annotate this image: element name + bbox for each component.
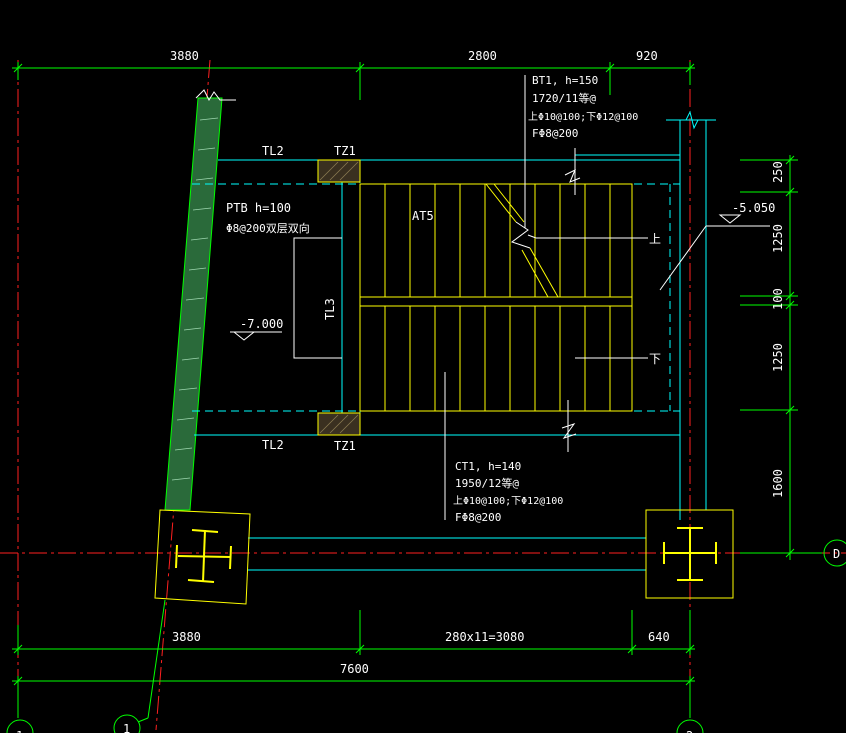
stair-break-mark: [510, 221, 531, 249]
label-down: 下: [649, 352, 661, 366]
dim-right-2: 1250: [771, 224, 785, 253]
label-tl2-top: TL2: [262, 144, 284, 158]
left-elevation-text: -7.000: [240, 317, 283, 331]
stair-treads: [359, 183, 633, 412]
tz1-hatch: [319, 161, 359, 434]
right-elevation-marker: [718, 214, 742, 224]
right-elevation-text: -5.050: [732, 201, 775, 215]
bt1-note-line: FΦ8@200: [532, 127, 578, 140]
ct1-note-line: CT1, h=140: [455, 460, 521, 473]
dim-right-4: 1250: [771, 343, 785, 372]
landing-outline: [230, 75, 770, 520]
ct1-note-line: 1950/12等@: [455, 476, 519, 490]
label-tl3: TL3: [323, 298, 337, 320]
axis-d-bubble: [823, 539, 846, 567]
axis-bubbles: [6, 539, 846, 733]
bt1-note-line: 1720/11等@: [532, 91, 596, 105]
ct1-note: CT1, h=140 1950/12等@ 上Φ10@100;下Φ12@100 F…: [453, 460, 563, 524]
label-at5: AT5: [412, 209, 434, 223]
dimension-lines: [12, 62, 822, 723]
axis-1b-bubble: [113, 714, 141, 733]
axis-1a-label: 1: [16, 729, 23, 733]
axis-2-label: 2: [686, 729, 693, 733]
wall-break-mark: [195, 89, 236, 102]
dim-right-3: 100: [771, 288, 785, 310]
dim-bottom-3: 640: [648, 630, 670, 644]
left-wall-hatch: [164, 97, 223, 511]
axis-1b-label: 1: [123, 722, 130, 733]
left-elevation-marker: [232, 331, 256, 341]
axis-1a-bubble: [6, 719, 34, 733]
bt1-note-line: 上Φ10@100;下Φ12@100: [528, 111, 638, 123]
dim-right-1: 250: [771, 161, 785, 183]
beam-lines: [194, 110, 716, 571]
dim-total: 7600: [340, 662, 369, 676]
dim-top-1: 3880: [170, 49, 199, 63]
bt1-note-line: BT1, h=150: [532, 74, 598, 87]
axis-2-bubble: [676, 719, 704, 733]
label-up: 上: [649, 232, 661, 246]
dim-top-3: 920: [636, 49, 658, 63]
label-tz1-bottom: TZ1: [334, 439, 356, 453]
ct1-note-line: FΦ8@200: [455, 511, 501, 524]
dim-top-2: 2800: [468, 49, 497, 63]
column-left: [154, 509, 251, 605]
dim-bottom-1: 3880: [172, 630, 201, 644]
label-tl2-bottom: TL2: [262, 438, 284, 452]
ct1-note-line: 上Φ10@100;下Φ12@100: [453, 495, 563, 507]
dim-bottom-2: 280x11=3080: [445, 630, 524, 644]
column-right: [645, 509, 734, 599]
label-ptb-line2: Φ8@200双层双向: [226, 221, 310, 235]
label-ptb-line1: PTB h=100: [226, 201, 291, 215]
axis-d-label: D: [833, 547, 840, 561]
label-tz1-top: TZ1: [334, 144, 356, 158]
left-wall-hatch-pattern: [171, 117, 219, 481]
bt1-note: BT1, h=150 1720/11等@ 上Φ10@100;下Φ12@100 F…: [528, 74, 638, 140]
dim-right-5: 1600: [771, 469, 785, 498]
